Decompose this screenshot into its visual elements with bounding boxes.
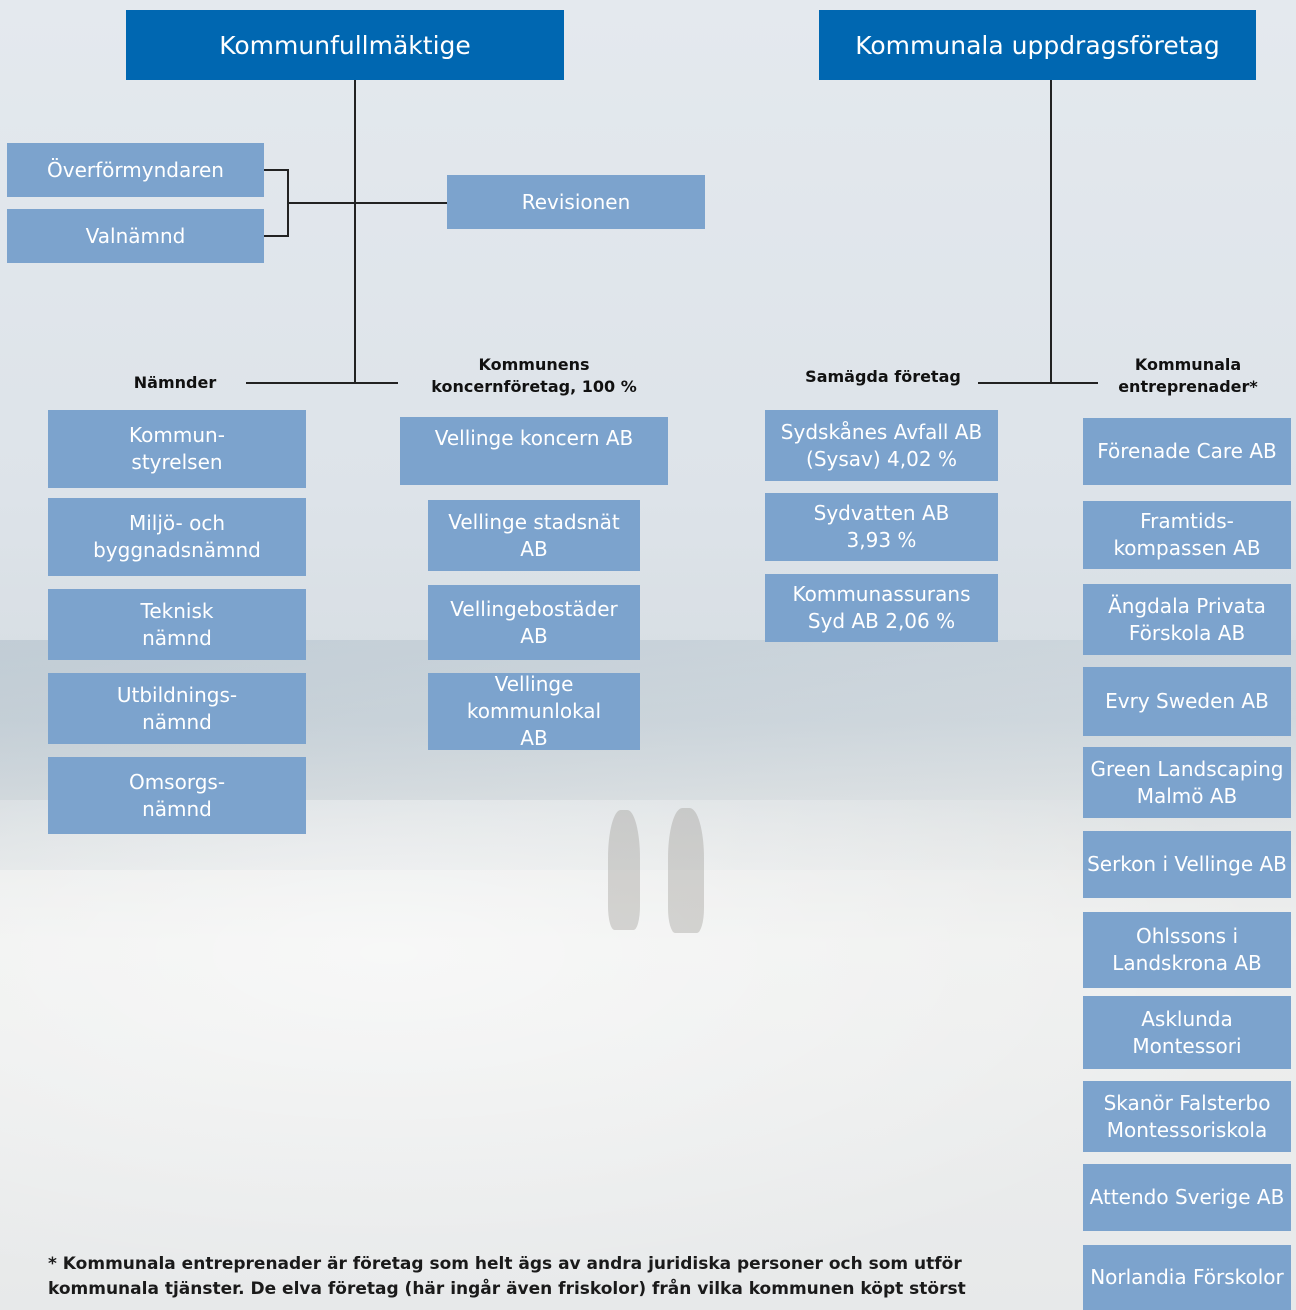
connector-line bbox=[287, 169, 289, 237]
uppdragsforetag-label: Kommunala uppdragsföretag bbox=[855, 30, 1220, 60]
koncern-box: Vellinge koncern AB bbox=[400, 417, 668, 485]
samagda-box-label: Sydvatten AB 3,93 % bbox=[813, 501, 950, 552]
samagda-box-label: Kommunassurans Syd AB 2,06 % bbox=[792, 582, 971, 633]
connector-line bbox=[246, 382, 398, 384]
entreprenad-label: Serkon i Vellinge AB bbox=[1087, 852, 1287, 876]
overformyndaren-box: Överförmyndaren bbox=[7, 143, 264, 197]
entreprenad-box: Norlandia Förskolor bbox=[1083, 1245, 1291, 1310]
footnote: * Kommunala entreprenader är företag som… bbox=[48, 1254, 966, 1299]
valnamnd-label: Valnämnd bbox=[85, 223, 186, 248]
koncernforetag-label: Kommunens koncernföretag, 100 % bbox=[431, 355, 637, 396]
entreprenad-box: Serkon i Vellinge AB bbox=[1083, 831, 1291, 898]
connector-line bbox=[978, 382, 1098, 384]
entreprenad-box: Evry Sweden AB bbox=[1083, 667, 1291, 736]
koncern-box: Vellingebostäder AB bbox=[428, 585, 640, 660]
namnd-label: Teknisk nämnd bbox=[140, 598, 214, 650]
background-figure bbox=[668, 808, 704, 933]
entreprenader-label: Kommunala entreprenader* bbox=[1118, 355, 1258, 396]
connector-line bbox=[264, 235, 288, 237]
koncern-label: Vellingebostäder AB bbox=[450, 596, 618, 648]
namnder-label: Nämnder bbox=[133, 373, 217, 392]
entreprenad-box: Framtids- kompassen AB bbox=[1083, 501, 1291, 569]
koncern-label: Vellinge kommunlokal AB bbox=[466, 672, 602, 750]
namnd-box: Teknisk nämnd bbox=[48, 589, 306, 660]
samagda-box: Sydskånes Avfall AB (Sysav) 4,02 % bbox=[765, 410, 998, 481]
samagda-box: Sydvatten AB 3,93 % bbox=[765, 493, 998, 561]
namnd-label: Miljö- och byggnadsnämnd bbox=[93, 511, 261, 562]
koncern-box: Vellinge stadsnät AB bbox=[428, 500, 640, 571]
background-shore bbox=[0, 800, 1296, 1310]
entreprenad-label: Framtids- kompassen AB bbox=[1113, 509, 1261, 560]
connector-line bbox=[1050, 80, 1052, 384]
koncern-box: Vellinge kommunlokal AB bbox=[428, 672, 640, 750]
entreprenad-box: Attendo Sverige AB bbox=[1083, 1164, 1291, 1231]
entreprenad-label: Förenade Care AB bbox=[1097, 439, 1277, 463]
entreprenad-label: Asklunda Montessori bbox=[1132, 1006, 1242, 1058]
valnamnd-box: Valnämnd bbox=[7, 209, 264, 263]
namnd-label: Utbildnings- nämnd bbox=[116, 682, 238, 734]
namnd-box: Kommun- styrelsen bbox=[48, 410, 306, 488]
kommunfullmaktige-header: Kommunfullmäktige bbox=[126, 10, 564, 80]
connector-line bbox=[288, 202, 448, 204]
samagda-box-label: Sydskånes Avfall AB (Sysav) 4,02 % bbox=[780, 419, 983, 471]
revisionen-box: Revisionen bbox=[447, 175, 705, 229]
kommunfullmaktige-label: Kommunfullmäktige bbox=[219, 30, 471, 60]
entreprenad-label: Ohlssons i Landskrona AB bbox=[1112, 924, 1262, 975]
namnd-label: Omsorgs- nämnd bbox=[128, 769, 226, 821]
namnd-box: Miljö- och byggnadsnämnd bbox=[48, 498, 306, 576]
namnd-box: Omsorgs- nämnd bbox=[48, 757, 306, 834]
namnd-box: Utbildnings- nämnd bbox=[48, 673, 306, 744]
entreprenad-label: Evry Sweden AB bbox=[1105, 689, 1269, 713]
entreprenad-label: Green Landscaping Malmö AB bbox=[1090, 756, 1284, 808]
koncern-label: Vellinge koncern AB bbox=[434, 426, 634, 450]
overformyndaren-label: Överförmyndaren bbox=[47, 157, 224, 182]
entreprenad-label: Norlandia Förskolor bbox=[1090, 1265, 1284, 1289]
entreprenad-label: Skanör Falsterbo Montessoriskola bbox=[1103, 1090, 1271, 1142]
entreprenad-box: Green Landscaping Malmö AB bbox=[1083, 747, 1291, 818]
namnd-label: Kommun- styrelsen bbox=[129, 423, 225, 474]
uppdragsforetag-header: Kommunala uppdragsföretag bbox=[819, 10, 1256, 80]
connector-line bbox=[264, 169, 288, 171]
revisionen-label: Revisionen bbox=[521, 189, 631, 214]
background-figure bbox=[608, 810, 640, 930]
entreprenad-box: Skanör Falsterbo Montessoriskola bbox=[1083, 1081, 1291, 1152]
entreprenad-box: Förenade Care AB bbox=[1083, 418, 1291, 485]
entreprenad-box: Ängdala Privata Förskola AB bbox=[1083, 584, 1291, 655]
entreprenad-box: Ohlssons i Landskrona AB bbox=[1083, 912, 1291, 988]
entreprenad-label: Attendo Sverige AB bbox=[1089, 1185, 1285, 1209]
entreprenad-box: Asklunda Montessori bbox=[1083, 996, 1291, 1069]
samagda-label: Samägda företag bbox=[805, 367, 961, 386]
connector-line bbox=[354, 80, 356, 384]
samagda-box: Kommunassurans Syd AB 2,06 % bbox=[765, 574, 998, 642]
koncern-label: Vellinge stadsnät AB bbox=[448, 509, 620, 561]
entreprenad-label: Ängdala Privata Förskola AB bbox=[1108, 593, 1266, 645]
